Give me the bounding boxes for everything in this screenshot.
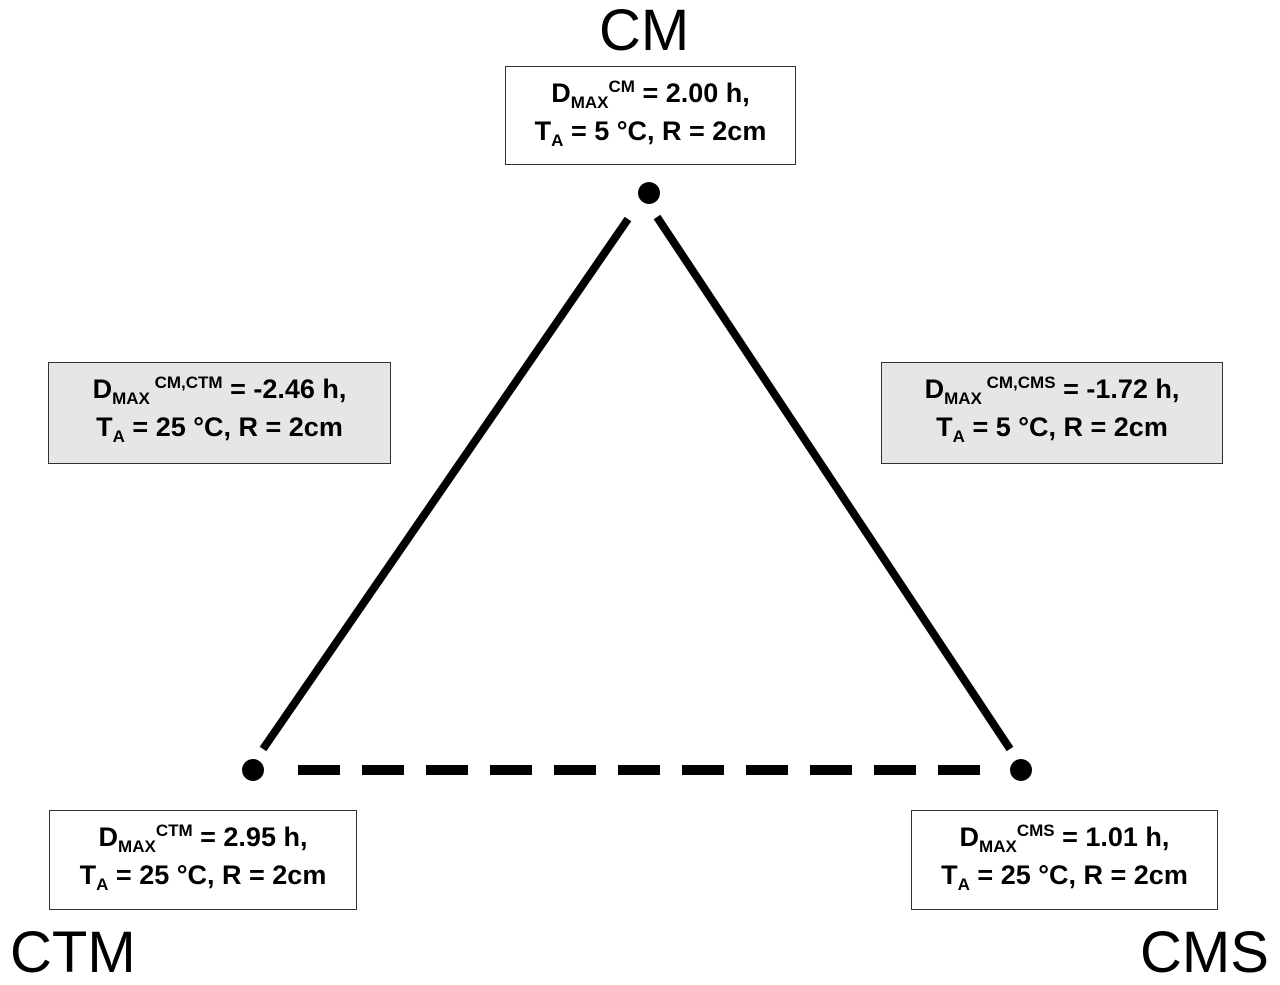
node-label-cms: CMS (1140, 920, 1269, 985)
edge-cm-cms (653, 214, 1014, 752)
box-cm-cms-line2: TA = 5 °C, R = 2cm (936, 411, 1168, 446)
node-label-cm: CM (599, 0, 690, 63)
box-ctm-line2: TA = 25 °C, R = 2cm (79, 859, 327, 894)
box-cm-ctm: DMAX CM,CTM = -2.46 h, TA = 25 °C, R = 2… (48, 362, 391, 464)
edge-cm-ctm (259, 216, 632, 752)
box-cm-line2: TA = 5 °C, R = 2cm (534, 115, 767, 150)
box-cms-line1: DMAXCMS = 1.01 h, (959, 821, 1170, 856)
box-cms-line2: TA = 25 °C, R = 2cm (941, 859, 1188, 894)
box-cm-line1: DMAXCM = 2.00 h, (551, 77, 750, 112)
box-cm-cms-line1: DMAX CM,CMS = -1.72 h, (924, 373, 1180, 408)
node-dot-ctm (242, 759, 264, 781)
node-dot-cm (638, 182, 660, 204)
node-label-ctm: CTM (10, 920, 136, 985)
box-cm-cms: DMAX CM,CMS = -1.72 h, TA = 5 °C, R = 2c… (881, 362, 1223, 464)
box-ctm-line1: DMAXCTM = 2.95 h, (98, 821, 308, 856)
box-cm-ctm-line2: TA = 25 °C, R = 2cm (96, 411, 343, 446)
box-cm: DMAXCM = 2.00 h, TA = 5 °C, R = 2cm (505, 66, 796, 165)
box-ctm: DMAXCTM = 2.95 h, TA = 25 °C, R = 2cm (49, 810, 357, 910)
box-cm-ctm-line1: DMAX CM,CTM = -2.46 h, (92, 373, 347, 408)
node-dot-cms (1010, 759, 1032, 781)
box-cms: DMAXCMS = 1.01 h, TA = 25 °C, R = 2cm (911, 810, 1218, 910)
